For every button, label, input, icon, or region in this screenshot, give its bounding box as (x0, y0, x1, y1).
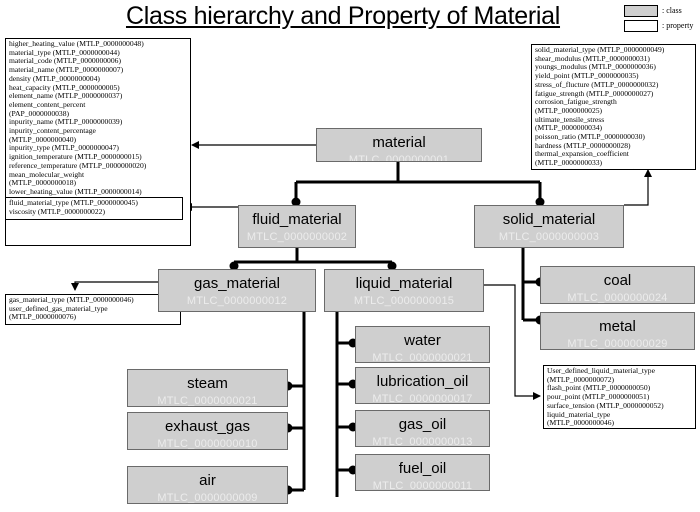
property-line: inpurity_type (MTLP_0000000047) (9, 143, 119, 153)
property-line: ultimate_tensile_stress (535, 114, 605, 124)
class-code: MTLC_0000000024 (567, 292, 668, 304)
property-line: inpurity_content_percentage (9, 126, 96, 136)
class-name: gas_material (194, 275, 280, 292)
property-line: fatigue_strength (MTLP_0000000027) (535, 88, 654, 98)
class-code: MTLC_0000000017 (372, 393, 473, 404)
property-line: elongation (MTLP_0000000026) (535, 167, 692, 169)
class-code: MTLC_0000000021 (157, 395, 258, 407)
class-name: air (199, 472, 216, 489)
class-name: exhaust_gas (164, 418, 251, 435)
property-line: density (MTLP_0000000004) (9, 73, 100, 83)
property-line: (MTLP_0000000072) (547, 374, 615, 384)
property-line: viscosity (MTLP_0000000022) (9, 206, 105, 216)
legend-class-label: : class (662, 6, 682, 15)
property-line: thermal_expansion_coefficient (535, 149, 629, 159)
class-code: MTLC_0000000021 (372, 352, 473, 363)
class-name: gas_oil (398, 416, 447, 433)
legend-property-label: : property (662, 21, 694, 30)
property-line: stress_of_flucture (MTLP_0000000032) (535, 79, 659, 89)
property-line: pour_point (MTLP_0000000051) (547, 392, 650, 402)
property-line: fluid_material_type (MTLP_0000000045) (9, 198, 138, 207)
property-line: youngs_modulus (MTLP_0000000036) (535, 62, 656, 72)
class-coal[interactable]: coal MTLC_0000000024 (540, 266, 695, 304)
property-line: (MTLP_0000000046) (547, 418, 615, 428)
property-line: liquid_material_type (547, 409, 611, 419)
class-code: MTLC_0000000010 (157, 438, 258, 450)
property-line: shear_modulus (MTLP_0000000031) (535, 53, 650, 63)
class-name: metal (599, 318, 636, 335)
property-line: User_defined_liquid_material_type (547, 366, 655, 375)
property-arrows (71, 141, 652, 400)
property-line: inpurity_name (MTLP_0000000039) (9, 117, 123, 127)
property-line: (MTLP_0000000018) (9, 178, 77, 188)
property-line: hardness (MTLP_0000000028) (535, 140, 631, 150)
class-gas-oil[interactable]: gas_oil MTLC_0000000013 (355, 410, 490, 447)
class-liquid-material[interactable]: liquid_material MTLC_0000000015 (324, 269, 484, 312)
class-steam[interactable]: steam MTLC_0000000021 (127, 369, 288, 407)
class-name: coal (603, 272, 632, 289)
property-line: (PAP_0000000038) (9, 108, 70, 118)
diagram-title: Class hierarchy and Property of Material (125, 2, 561, 30)
class-name: liquid_material (355, 275, 453, 292)
property-line: element_name (MTLP_0000000037) (9, 91, 123, 101)
property-line: flash_point (MTLP_0000000050) (547, 383, 651, 393)
property-line: corrosion_fatigue_strength (535, 97, 617, 107)
property-line: element_content_percent (9, 99, 86, 109)
property-line: (MTLP_0000000076) (9, 312, 77, 322)
class-name: water (404, 332, 441, 349)
property-line: (MTLP_0000000033) (535, 158, 603, 168)
class-gas-material[interactable]: gas_material MTLC_0000000012 (158, 269, 316, 312)
class-code: MTLC_0000000009 (157, 492, 258, 504)
class-name: solid_material (502, 211, 596, 228)
property-line: (MTLP_0000000025) (535, 105, 603, 115)
class-metal[interactable]: metal MTLC_0000000029 (540, 312, 695, 350)
property-line: (MTLP_0000000034) (535, 123, 603, 133)
property-box-liquid-material: User_defined_liquid_material_type(MTLP_0… (543, 365, 696, 429)
property-box-fluid-material: fluid_material_type (MTLP_0000000045)vis… (5, 197, 183, 220)
property-line: user_defined_gas_material_type (9, 303, 108, 313)
class-name: material (372, 134, 426, 151)
class-code: MTLC_0000000003 (498, 231, 600, 243)
class-air[interactable]: air MTLC_0000000009 (127, 466, 288, 504)
property-line: material_name (MTLP_0000000007) (9, 65, 124, 75)
class-water[interactable]: water MTLC_0000000021 (355, 326, 490, 363)
property-line: lower_heating_value (MTLP_0000000014) (9, 186, 142, 196)
class-name: steam (187, 375, 228, 392)
class-fuel-oil[interactable]: fuel_oil MTLC_0000000011 (355, 454, 490, 491)
class-code: MTLC_0000000013 (372, 436, 473, 447)
class-name: lubrication_oil (376, 373, 469, 390)
class-name: fluid_material (252, 211, 342, 228)
class-fluid-material[interactable]: fluid_material MTLC_0000000002 (238, 205, 356, 248)
property-line: material_type (MTLP_0000000044) (9, 47, 120, 57)
property-line: heat_capacity (MTLP_0000000005) (9, 82, 120, 92)
legend-class-swatch (624, 5, 658, 17)
class-code: MTLC_0000000002 (246, 231, 348, 243)
class-code: MTLC_0000000029 (567, 338, 668, 350)
property-line: gas_material_type (MTLP_0000000046) (9, 295, 134, 304)
class-solid-material[interactable]: solid_material MTLC_0000000003 (474, 205, 624, 248)
property-line: (MTLP_0000000040) (9, 134, 77, 144)
class-material[interactable]: material MTLC_0000000001 (316, 128, 482, 162)
class-code: MTLC_0000000011 (372, 480, 473, 491)
property-line: ignition_temperature (MTLP_0000000015) (9, 152, 142, 162)
property-line: material_code (MTLP_0000000006) (9, 56, 121, 66)
class-code: MTLC_0000000015 (353, 295, 455, 307)
property-box-gas-material: gas_material_type (MTLP_0000000046)user_… (5, 294, 181, 325)
property-line: mean_molecular_weight (9, 169, 85, 179)
class-code: MTLC_0000000012 (186, 295, 288, 307)
property-line: yield_point (MTLP_0000000035) (535, 71, 639, 81)
class-name: fuel_oil (398, 460, 447, 477)
class-lubrication-oil[interactable]: lubrication_oil MTLC_0000000017 (355, 367, 490, 404)
property-line: poisson_ratio (MTLP_0000000030) (535, 132, 645, 142)
property-box-solid-material: solid_material_type (MTLP_0000000049)she… (531, 44, 696, 170)
property-line: reference_temperature (MTLP_0000000020) (9, 160, 147, 170)
legend-property-swatch (624, 20, 658, 32)
property-line: higher_heating_value (MTLP_0000000048) (9, 39, 144, 48)
class-exhaust-gas[interactable]: exhaust_gas MTLC_0000000010 (127, 412, 288, 450)
class-code: MTLC_0000000001 (348, 154, 450, 162)
property-line: solid_material_type (MTLP_0000000049) (535, 45, 665, 54)
property-line: surface_tension (MTLP_0000000052) (547, 400, 664, 410)
